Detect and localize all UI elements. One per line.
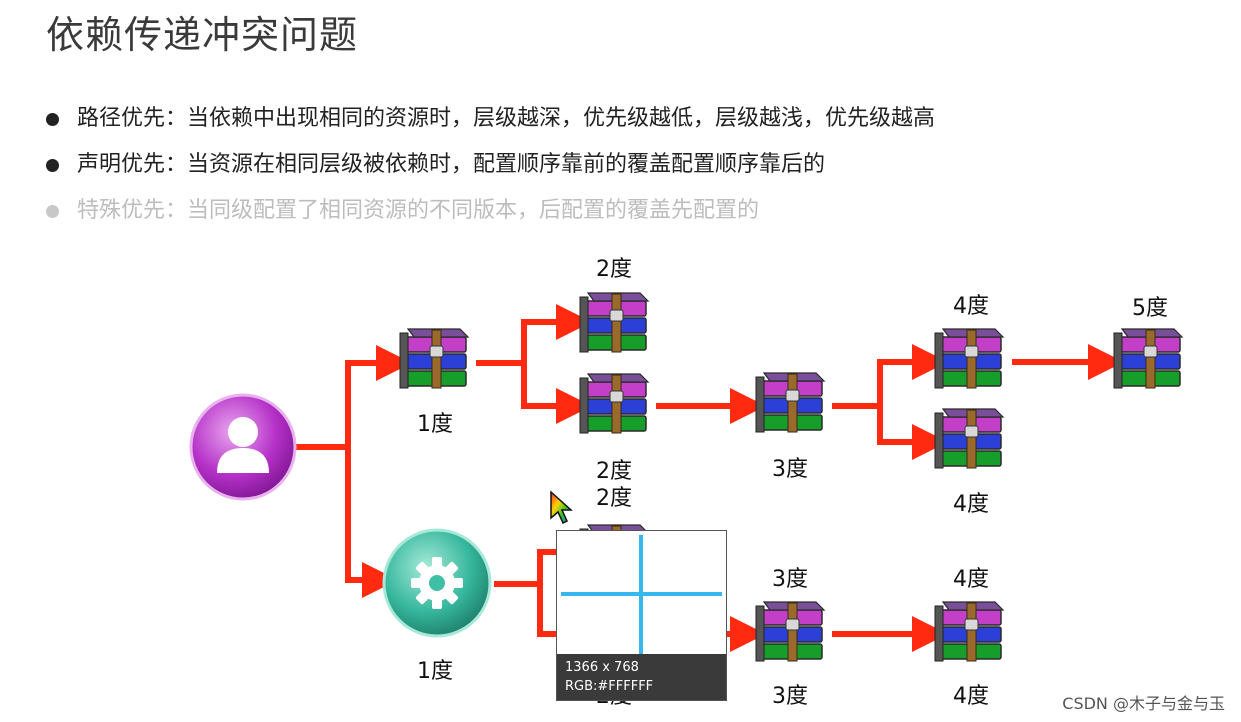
edge-top3-to-top4b: [877, 406, 948, 460]
label-top-2b: 2度: [596, 459, 632, 484]
label-bot-4b: 4度: [953, 684, 989, 709]
watermark: CSDN @木子与金与玉: [1062, 694, 1225, 713]
bullet-dot: [46, 158, 59, 172]
archive-icon: [579, 292, 649, 353]
magnifier-info: 1366 x 768 RGB:#FFFFFF: [557, 654, 726, 700]
label-bot-3b: 3度: [772, 684, 808, 709]
bullet-dot: [46, 112, 59, 126]
label-bot-3a: 3度: [772, 567, 808, 592]
mouse-cursor-icon: [550, 490, 573, 525]
bullet-dot: [46, 204, 59, 218]
user-node: [189, 393, 297, 501]
archive-icon: [399, 328, 469, 389]
archive-icon: [934, 601, 1004, 662]
module-node: [382, 528, 492, 638]
bullet-declare-priority: 声明优先：当资源在相同层级被依赖时，配置顺序靠前的覆盖配置顺序靠后的: [46, 142, 935, 188]
edge-top1-to-top2b: [521, 363, 592, 424]
edge-root-to-top1: [296, 345, 412, 450]
label-bot-1: 1度: [417, 659, 453, 684]
archive-icon: [934, 328, 1004, 389]
bullet-text: 路径优先：当依赖中出现相同的资源时，层级越深，优先级越低，层级越浅，优先级越高: [77, 106, 936, 131]
label-top-2a: 2度: [596, 257, 632, 282]
bullet-text: 声明优先：当资源在相同层级被依赖时，配置顺序靠前的覆盖配置顺序靠后的: [77, 152, 826, 177]
label-top-1: 1度: [417, 412, 453, 437]
edge-top3-to-top4a: [832, 344, 948, 409]
gear-icon: [411, 557, 463, 609]
user-icon: [217, 417, 269, 473]
rgb-readout: RGB:#FFFFFF: [565, 679, 654, 694]
crosshair-horizontal: [561, 592, 722, 596]
label-top-3: 3度: [772, 457, 808, 482]
label-top-4b: 4度: [953, 492, 989, 517]
label-top-5: 5度: [1132, 296, 1168, 321]
edge-root-to-module: [345, 447, 398, 598]
edge-top1-to-top2a: [476, 304, 592, 366]
archive-icon: [934, 408, 1004, 469]
connector-lines: [296, 304, 1124, 652]
archive-icon: [755, 601, 825, 662]
color-picker-magnifier: 1366 x 768 RGB:#FFFFFF: [556, 530, 727, 701]
bullet-special-priority: 特殊优先：当同级配置了相同资源的不同版本，后配置的覆盖先配置的: [46, 188, 935, 234]
bullet-list: 路径优先：当依赖中出现相同的资源时，层级越深，优先级越低，层级越浅，优先级越高 …: [46, 96, 935, 234]
archive-icon: [1113, 328, 1183, 389]
page-title: 依赖传递冲突问题: [46, 13, 359, 57]
screen-size-readout: 1366 x 768: [565, 660, 639, 675]
archive-icon: [579, 373, 649, 434]
bullet-text: 特殊优先：当同级配置了相同资源的不同版本，后配置的覆盖先配置的: [77, 198, 760, 223]
label-top-4a: 4度: [953, 294, 989, 319]
bullet-path-priority: 路径优先：当依赖中出现相同的资源时，层级越深，优先级越低，层级越浅，优先级越高: [46, 96, 935, 142]
archive-icon: [755, 372, 825, 433]
label-bot-2a: 2度: [596, 486, 632, 511]
label-bot-4a: 4度: [953, 567, 989, 592]
